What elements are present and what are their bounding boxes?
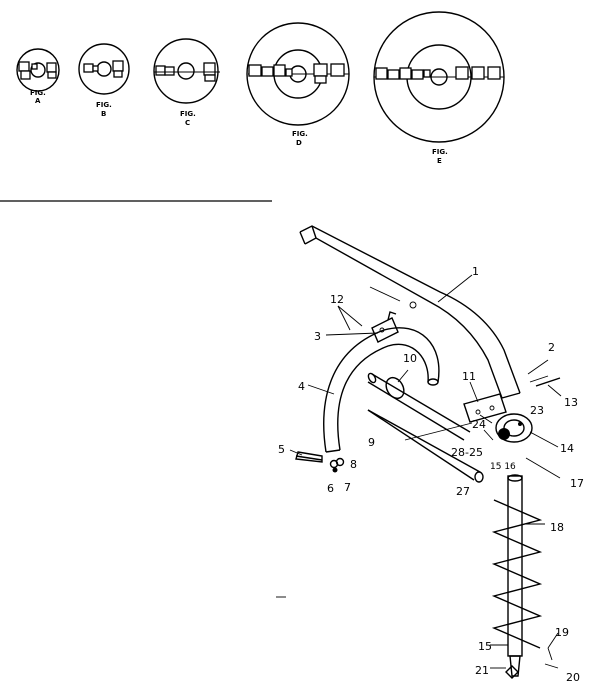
part-10-shaft	[367, 372, 471, 441]
figure-d-diagram: FIG. D	[246, 22, 350, 147]
callout-7: 7	[344, 481, 351, 494]
figure-c-caption-fig: FIG.	[180, 110, 196, 118]
figure-a-caption-fig: FIG.	[30, 89, 46, 97]
part-3-bracket	[371, 311, 399, 343]
callout-17: 17	[570, 477, 584, 490]
callout-labels: 1 2 3 4 5 6 7 8 9 10 11 12 13 14 15 15 1…	[278, 265, 584, 684]
callout-6: 6	[327, 482, 334, 495]
figure-e-diagram: FIG. E	[373, 11, 505, 165]
callout-13: 13	[564, 396, 578, 409]
callout-14: 14	[560, 442, 574, 455]
callout-4: 4	[298, 380, 305, 393]
part-18-auger	[491, 474, 543, 677]
figure-c-caption-letter: C	[185, 119, 190, 127]
part-11-mount-block	[463, 393, 507, 423]
figure-a-caption-letter: A	[35, 97, 41, 105]
callout-20: 20	[566, 671, 580, 684]
part-6-7-8-hardware	[329, 457, 345, 473]
callout-24: 24	[472, 418, 486, 431]
callout-11: 11	[462, 370, 476, 383]
figure-e-caption-letter: E	[437, 157, 442, 165]
figure-e-caption-fig: FIG.	[432, 148, 448, 156]
callout-1: 1	[472, 265, 479, 278]
figure-a-diagram: FIG. A	[16, 48, 60, 105]
figure-d-caption-fig: FIG.	[292, 130, 308, 138]
callout-23: 23	[530, 404, 544, 417]
callout-5: 5	[278, 443, 285, 456]
part-9-tapered-rod	[367, 409, 484, 483]
callout-9: 9	[368, 436, 375, 449]
figure-c-diagram: FIG. C	[153, 38, 220, 127]
part-5-pin	[295, 451, 323, 463]
figure-d-caption-letter: D	[296, 139, 302, 147]
part-4-curved-arm	[323, 327, 440, 453]
callout-10: 10	[403, 352, 417, 365]
figure-b-caption-letter: B	[101, 110, 106, 118]
callout-21: 21	[475, 664, 489, 677]
callout-3: 3	[314, 330, 321, 343]
callout-8: 8	[350, 458, 357, 471]
callout-15-16: 15 16	[490, 462, 516, 472]
leader-lines	[289, 274, 562, 669]
callout-12: 12	[330, 293, 344, 306]
part-19-20-21-hardware	[505, 647, 559, 679]
callout-28-25: 28-25	[451, 446, 483, 459]
figure-b-caption-fig: FIG.	[96, 101, 112, 109]
callout-15: 15	[478, 640, 492, 653]
part-1-handle-frame	[299, 225, 521, 399]
figure-b-diagram: FIG. B	[78, 43, 130, 118]
callout-27: 27	[456, 485, 470, 498]
callout-19: 19	[555, 626, 569, 639]
part-14-gearbox	[495, 413, 533, 443]
callout-18: 18	[550, 521, 564, 534]
callout-2: 2	[548, 341, 555, 354]
part-13-bolt	[529, 375, 561, 387]
